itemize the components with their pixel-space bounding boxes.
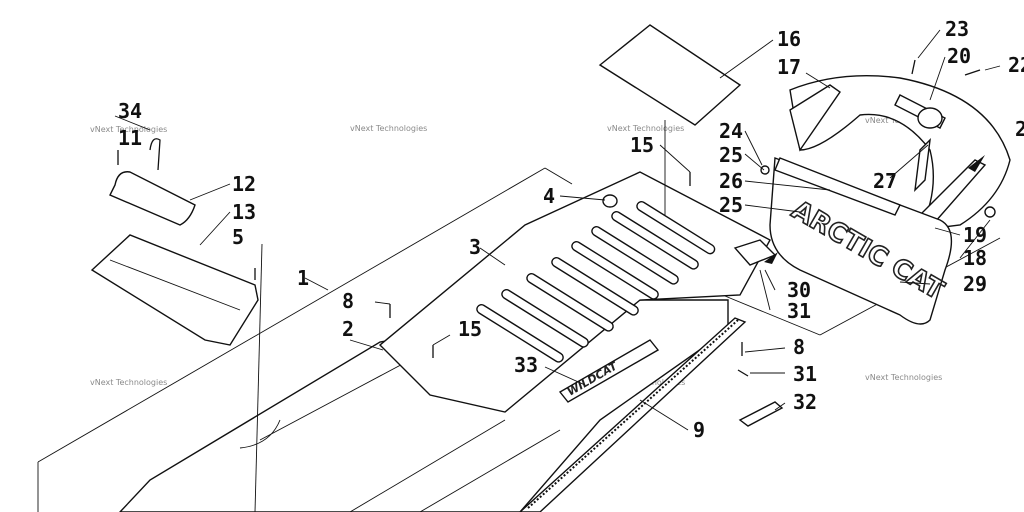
watermark: vNext Technologies — [350, 124, 427, 133]
storage-pad — [598, 24, 742, 126]
arrow-icon — [968, 155, 985, 172]
callout-15: 15 — [630, 133, 654, 157]
watermark: vNext Technologies — [90, 125, 167, 134]
leader-lines — [114, 29, 1001, 512]
callout-24: 24 — [719, 119, 743, 143]
tunnel-top-panel — [378, 171, 771, 413]
callout-4: 4 — [543, 184, 555, 208]
slots — [476, 201, 716, 363]
callout-18: 18 — [963, 246, 987, 270]
callout-11: 11 — [118, 126, 142, 150]
part-4-plug — [602, 194, 618, 208]
callout-15b: 15 — [458, 317, 482, 341]
callout-3: 3 — [469, 235, 481, 259]
callout-33: 33 — [514, 353, 538, 377]
callout-25: 25 — [719, 143, 743, 167]
callout-17: 17 — [777, 55, 801, 79]
watermark: vNext Technologies — [607, 124, 684, 133]
callout-26: 26 — [719, 169, 743, 193]
callout-25b: 25 — [719, 193, 743, 217]
callout-27: 27 — [873, 169, 897, 193]
watermark: vNext Technologies — [865, 373, 942, 382]
callout-20: 20 — [947, 44, 971, 68]
callout-21: 21 — [1015, 117, 1024, 141]
callout-34: 34 — [118, 99, 142, 123]
decal-32 — [738, 401, 784, 427]
callout-16: 16 — [777, 27, 801, 51]
callout-31: 31 — [787, 299, 811, 323]
callout-8: 8 — [342, 289, 354, 313]
rear-bumper — [789, 75, 1011, 231]
callout-19: 19 — [963, 223, 987, 247]
cover-12 — [109, 171, 196, 226]
callout-2: 2 — [342, 317, 354, 341]
arrow-icon — [764, 252, 778, 264]
hardware — [117, 59, 996, 377]
plate-13 — [90, 234, 259, 346]
callout-8b: 8 — [793, 335, 805, 359]
callout-9: 9 — [693, 418, 705, 442]
callout-1: 1 — [297, 266, 309, 290]
callout-12: 12 — [232, 172, 256, 196]
callouts: 1 2 3 4 5 8 8 9 11 12 13 15 15 16 17 18 … — [118, 17, 1024, 442]
callout-30: 30 — [787, 278, 811, 302]
callout-23: 23 — [945, 17, 969, 41]
callout-31b: 31 — [793, 362, 817, 386]
callout-29: 29 — [963, 272, 987, 296]
callout-13: 13 — [232, 200, 256, 224]
callout-5: 5 — [232, 225, 244, 249]
watermark: vNext Technologies — [90, 378, 167, 387]
callout-32: 32 — [793, 390, 817, 414]
side-rail — [518, 317, 747, 512]
callout-22: 22 — [1008, 53, 1024, 77]
